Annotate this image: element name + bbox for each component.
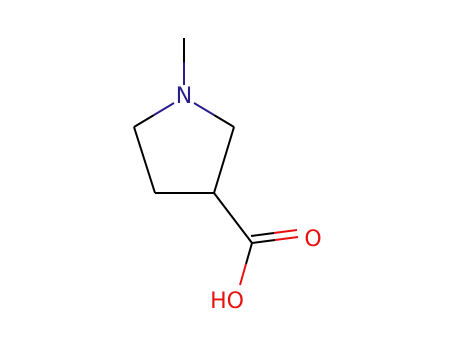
bond-carbonyl-2-o [273, 229, 298, 234]
bond-carbonyl-2-c [250, 232, 275, 237]
bond-carbonyl-1-c [251, 239, 276, 244]
bond-left-ring [133, 126, 156, 194]
carbonyl-oxygen-label: O [304, 227, 321, 252]
nitrogen-label: N [176, 84, 192, 109]
bond-ring-to-carboxyl [213, 192, 253, 244]
bond-n-right-n-part [193, 102, 215, 116]
bond-right-ring [213, 126, 235, 194]
bond-hydroxyl-o [239, 263, 247, 286]
bond-hydroxyl-c [245, 242, 253, 265]
bond-carbonyl-1-o [274, 236, 299, 241]
bond-n-right-c-part [213, 114, 235, 128]
bond-n-left-c-part [133, 114, 155, 128]
hydroxyl-label: HO [210, 289, 244, 314]
bond-n-left-n-part [153, 102, 175, 116]
